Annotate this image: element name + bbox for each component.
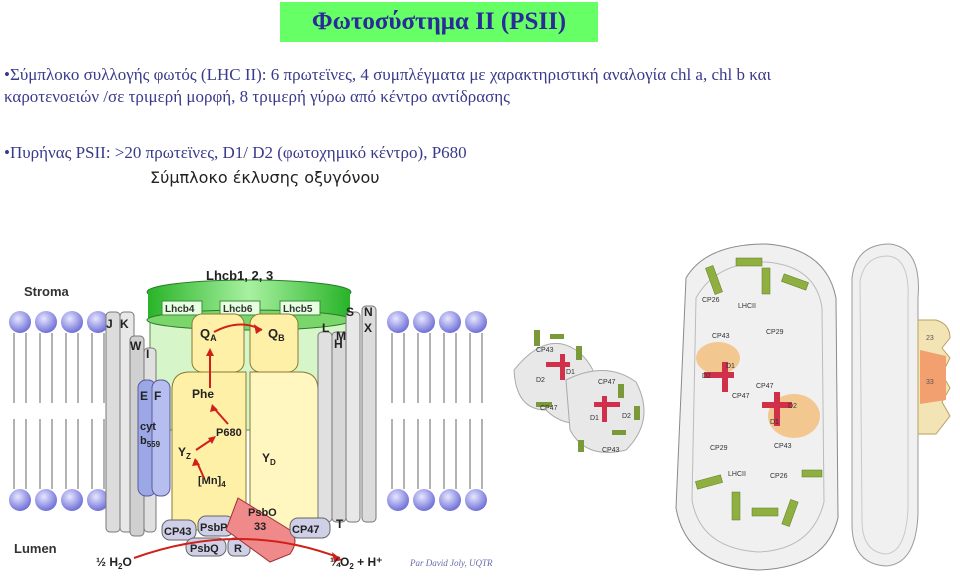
mn-label: [Mn]	[198, 475, 222, 487]
qa-sub: A	[210, 333, 217, 343]
svg-text:QB: QB	[268, 326, 285, 343]
qb-label: Q	[268, 326, 278, 341]
dimer-cp43-label: CP43	[536, 347, 554, 354]
o2-sub: 2	[349, 562, 354, 571]
h2o-end: O	[122, 555, 131, 569]
water-oxidation: ½ H2O ¼O2 + H⁺	[96, 538, 382, 571]
oxygen-evolving-complex-line: Σύμπλοκο έκλυσης οξυγόνου	[150, 168, 380, 187]
topview-lhcii-label-2: LHCII	[728, 471, 746, 478]
i-label: I	[146, 347, 149, 361]
psii-membrane-diagram: Stroma Lumen Lhcb1, 2, 3 Lhcb4 Lhc	[0, 240, 510, 579]
topview-d2-label-2: D2	[788, 403, 797, 410]
s-label: S	[346, 305, 354, 319]
e-label: E	[140, 389, 148, 403]
yz-sub: Z	[186, 452, 191, 461]
psbo-number: 33	[254, 521, 266, 533]
dimer-cp43-label-2: CP43	[602, 447, 620, 454]
lumenal-proteins: CP43 PsbP PsbQ R PsbO 33 CP47	[161, 497, 331, 563]
dimer-cp47-label: CP47	[540, 405, 558, 412]
topview-cp47-label-2: CP47	[756, 383, 774, 390]
dimer-d2-label: D2	[536, 377, 545, 384]
bullet-lhcii: •Σύμπλοκο συλλογής φωτός (LHC II): 6 πρω…	[4, 65, 772, 106]
yd-sub: D	[270, 458, 276, 467]
p680-label: P680	[216, 427, 242, 439]
topview-cp26-label-2: CP26	[770, 473, 788, 480]
lhcb123-label: Lhcb1, 2, 3	[206, 268, 273, 283]
topview-cp47-label: CP47	[732, 393, 750, 400]
psbq-label: PsbQ	[190, 543, 219, 555]
yz-label: Y	[178, 445, 186, 459]
topview-cp29-label-2: CP29	[710, 445, 728, 452]
cyt-label: cyt	[140, 421, 156, 433]
o2-label: ¼O	[330, 555, 349, 569]
cp47-label: CP47	[292, 524, 320, 536]
svg-text:b559: b559	[140, 435, 161, 449]
topview-d1-label: D1	[726, 363, 735, 370]
stroma-label: Stroma	[24, 284, 70, 299]
dimer-cp47-label-2: CP47	[598, 379, 616, 386]
h2o-sub: 2	[118, 562, 123, 571]
cyt-sub-label: 559	[147, 440, 161, 449]
dimer-d1-label-2: D1	[590, 415, 599, 422]
topview-cp43-label: CP43	[712, 333, 730, 340]
n-label: N	[364, 305, 373, 319]
topview-cp26-label: CP26	[702, 297, 720, 304]
topview-cp43-label-2: CP43	[774, 443, 792, 450]
o2-end: + H⁺	[354, 555, 383, 569]
svg-text:YD: YD	[262, 451, 276, 467]
phe-label: Phe	[192, 387, 214, 401]
r-label: R	[234, 543, 242, 555]
svg-text:¼O2 + H⁺: ¼O2 + H⁺	[330, 555, 382, 571]
lipid-bilayer-right	[387, 311, 487, 511]
topview-d2-label: D2	[702, 373, 711, 380]
topview-cp29-label: CP29	[766, 329, 784, 336]
lipid-bilayer-left	[9, 311, 109, 511]
psii-supercomplex-topview: CP26 LHCII CP29 CP43 D2 D1 CP47 CP47 D2 …	[675, 243, 839, 571]
topview-d1-label-2: D1	[770, 419, 779, 426]
yd-label: Y	[262, 451, 270, 465]
reaction-center: QA QB Phe P680 YZ YD [Mn]4	[171, 313, 319, 531]
qb-sub: B	[278, 333, 285, 343]
k-label: K	[120, 317, 129, 331]
topview-lhcii-label: LHCII	[738, 303, 756, 310]
svg-text:YZ: YZ	[178, 445, 191, 461]
h-label: H	[334, 337, 343, 351]
x-label: X	[364, 321, 372, 335]
l-label: L	[322, 321, 329, 335]
cp43-label: CP43	[164, 526, 192, 538]
side-23-label: 23	[926, 335, 934, 342]
small-subunits-right: L M H S N X T	[317, 305, 377, 531]
page-title: Φωτοσύστημα II (PSII)	[311, 8, 567, 35]
svg-text:QA: QA	[200, 326, 217, 343]
t-label: T	[336, 517, 344, 531]
lhcb4-label: Lhcb4	[165, 304, 195, 315]
title-banner: Φωτοσύστημα II (PSII)	[280, 2, 598, 42]
cyt-b559: E F cyt b559	[137, 379, 171, 497]
m-label: M	[336, 329, 346, 343]
h2o-label: ½ H	[96, 555, 118, 569]
credit-label: Par David Joly, UQTR	[409, 558, 493, 568]
dimer-d1-label: D1	[566, 369, 575, 376]
psbp-label: PsbP	[200, 522, 228, 534]
f-label: F	[154, 389, 161, 403]
j-label: J	[106, 317, 113, 331]
svg-text:½ H2O: ½ H2O	[96, 555, 132, 571]
psbo-label: PsbO	[248, 507, 277, 519]
psii-dimer-structures: CP43 D1 D2 CP47 CP47 D1 D2 CP43	[513, 330, 645, 454]
mn-sub: 4	[221, 480, 226, 489]
qa-label: Q	[200, 326, 210, 341]
dimer-d2-label-2: D2	[622, 413, 631, 420]
lumen-label: Lumen	[14, 541, 57, 556]
w-label: W	[130, 339, 142, 353]
lhcb6-label: Lhcb6	[223, 304, 253, 315]
side-33-label: 33	[926, 379, 934, 386]
lhcb5-label: Lhcb5	[283, 304, 313, 315]
bullet-psii-core: •Πυρήνας PSII: >20 πρωτεϊνες, D1/ D2 (φω…	[4, 143, 467, 162]
cyt-b-label: b	[140, 435, 147, 447]
psii-side-view: 23 33	[851, 243, 951, 567]
